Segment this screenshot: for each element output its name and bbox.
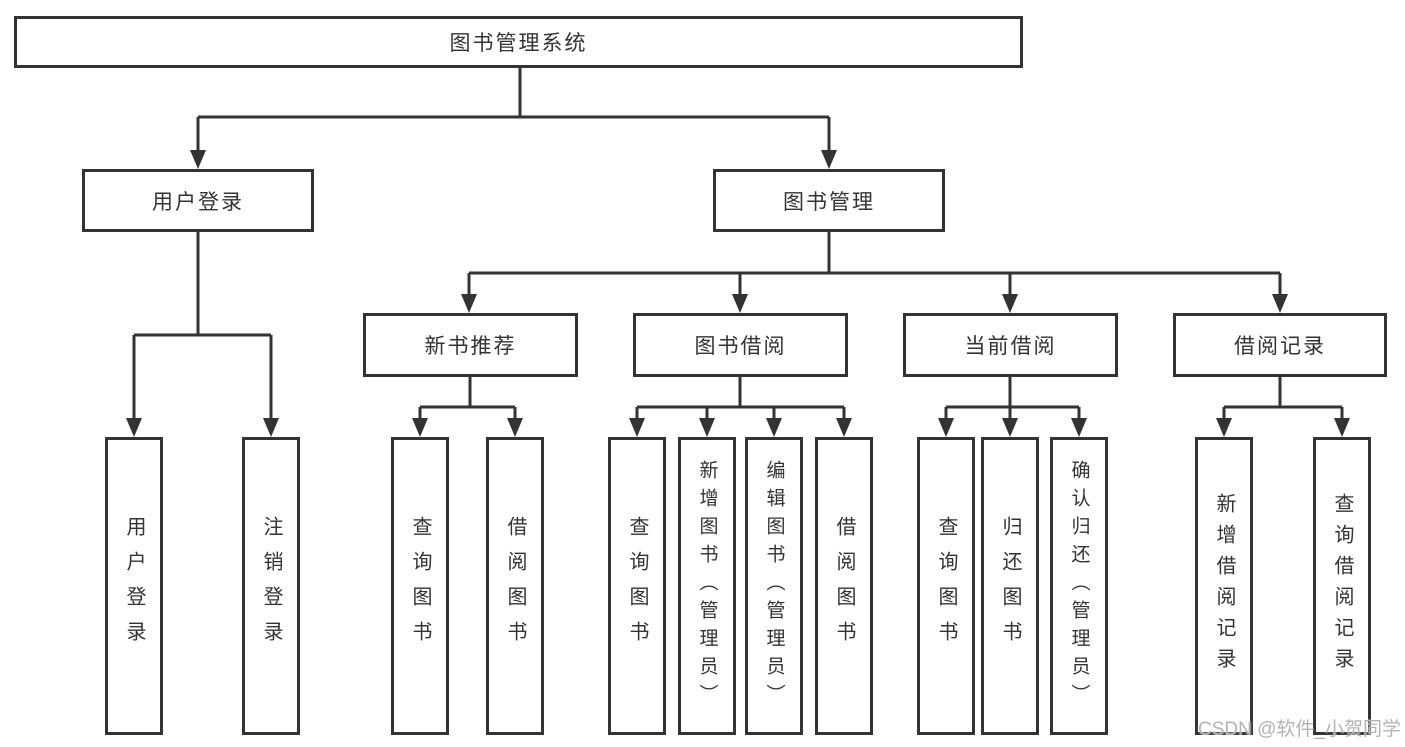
node-label: 图书管理系统 bbox=[449, 32, 588, 55]
node-label: 图书借阅 bbox=[694, 335, 787, 358]
node-label: 图书管理 bbox=[783, 190, 875, 214]
node-label: 新增借阅记录 bbox=[1213, 493, 1235, 679]
node-label: 注销登录 bbox=[260, 516, 282, 656]
leaf-user-login: 用户登录 bbox=[105, 437, 163, 735]
leaf-cb-return-books: 归还图书 bbox=[981, 437, 1039, 735]
node-label: 新书推荐 bbox=[424, 335, 517, 358]
node-label: 用户登录 bbox=[123, 516, 145, 656]
node-user-login: 用户登录 bbox=[82, 169, 314, 232]
node-library-system: 图书管理系统 bbox=[14, 16, 1023, 68]
leaf-br-query-record: 查询借阅记录 bbox=[1313, 437, 1371, 735]
node-label: 查询图书 bbox=[935, 516, 957, 656]
leaf-bb-borrow-books: 借阅图书 bbox=[815, 437, 873, 735]
node-label: 查询图书 bbox=[626, 516, 648, 656]
node-book-borrowing: 图书借阅 bbox=[633, 313, 848, 377]
node-label: 查询图书 bbox=[409, 516, 431, 656]
node-label: 新增图书（管理员） bbox=[696, 460, 718, 712]
csdn-watermark: CSDN @软件_小贺同学 bbox=[1198, 719, 1401, 740]
node-label: 当前借阅 bbox=[964, 335, 1057, 358]
leaf-br-add-record: 新增借阅记录 bbox=[1195, 437, 1253, 735]
leaf-nbr-query-books: 查询图书 bbox=[391, 437, 449, 735]
leaf-nbr-borrow-books: 借阅图书 bbox=[486, 437, 544, 735]
node-label: 查询借阅记录 bbox=[1331, 493, 1353, 679]
node-book-management: 图书管理 bbox=[713, 169, 945, 232]
node-new-book-recommend: 新书推荐 bbox=[363, 313, 578, 377]
node-label: 编辑图书（管理员） bbox=[763, 460, 785, 712]
leaf-bb-add-books-admin: 新增图书（管理员） bbox=[678, 437, 736, 735]
node-label: 归还图书 bbox=[999, 516, 1021, 656]
node-current-borrowing: 当前借阅 bbox=[903, 313, 1118, 377]
leaf-cb-query-books: 查询图书 bbox=[917, 437, 975, 735]
node-label: 用户登录 bbox=[152, 190, 244, 214]
node-label: 借阅图书 bbox=[504, 516, 526, 656]
node-label: 借阅图书 bbox=[833, 516, 855, 656]
leaf-cb-confirm-return-admin: 确认归还（管理员） bbox=[1050, 437, 1108, 735]
node-borrow-records: 借阅记录 bbox=[1173, 313, 1387, 377]
node-label: 借阅记录 bbox=[1234, 335, 1326, 358]
node-label: 确认归还（管理员） bbox=[1068, 460, 1090, 712]
leaf-logout: 注销登录 bbox=[242, 437, 300, 735]
leaf-bb-edit-books-admin: 编辑图书（管理员） bbox=[745, 437, 803, 735]
leaf-bb-query-books: 查询图书 bbox=[608, 437, 666, 735]
